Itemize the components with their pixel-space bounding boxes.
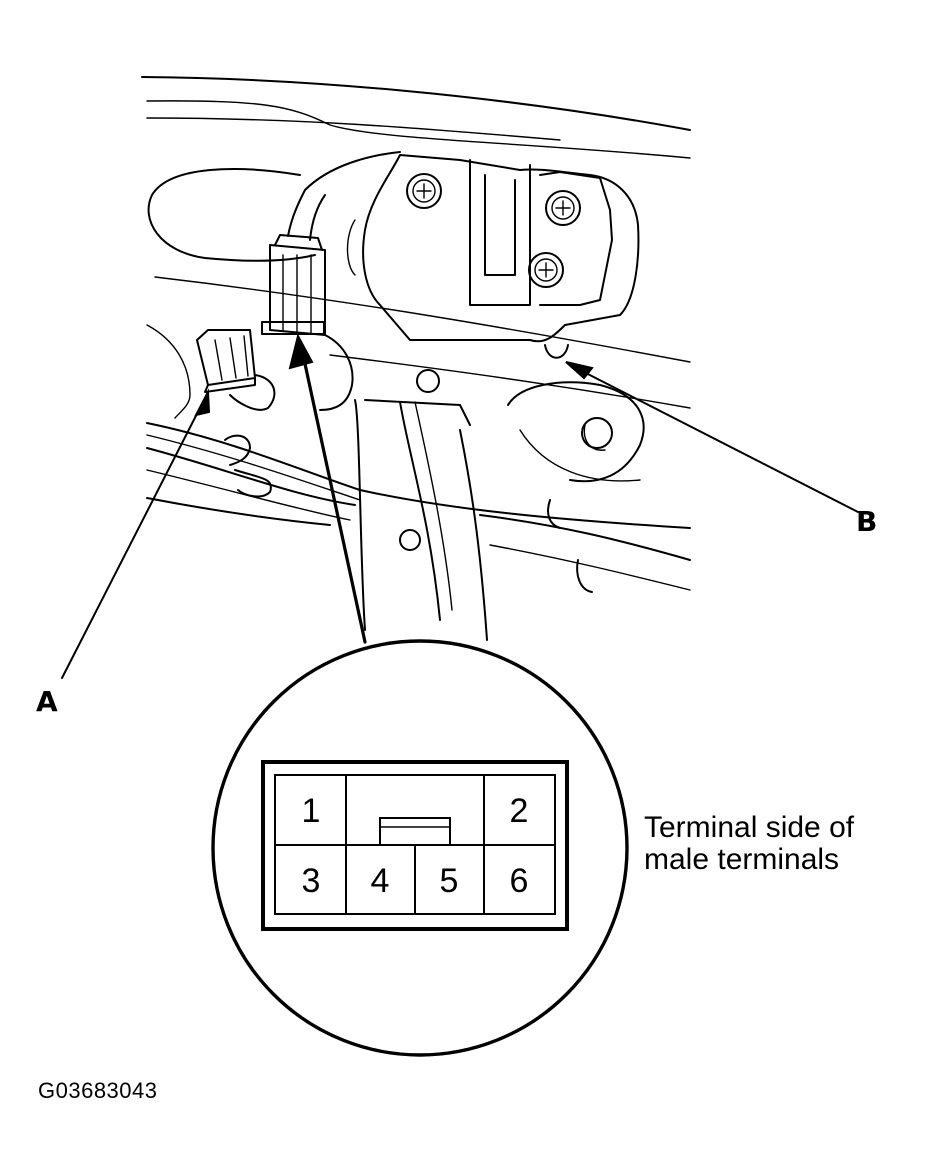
terminal-number: 2	[509, 792, 529, 830]
locking-tab	[379, 817, 451, 846]
caption-line-1: Terminal side of	[644, 811, 855, 844]
terminal-side-caption: Terminal side of male terminals	[644, 812, 924, 876]
screw-icon	[545, 190, 581, 226]
arrowhead-icon	[194, 388, 211, 417]
callout-a-label: A	[36, 685, 58, 718]
callout-b-leader	[579, 369, 859, 513]
terminal-number: 3	[301, 862, 321, 900]
terminal-number: 4	[370, 862, 390, 900]
terminal-number: 1	[301, 792, 321, 830]
latch-connector	[261, 189, 326, 336]
screw-icon	[528, 252, 564, 288]
callout-b-label: B	[856, 505, 878, 538]
latch-screws	[406, 173, 581, 288]
harness-cable	[304, 151, 401, 191]
door-panel-lines	[141, 76, 691, 409]
terminal-number: 5	[439, 862, 459, 900]
magnified-view-circle	[211, 639, 629, 1057]
lower-body-lines	[146, 422, 691, 593]
caption-line-2: male terminals	[644, 843, 840, 876]
arrowhead-icon	[288, 333, 314, 370]
harness-connector-a	[196, 329, 276, 411]
inner-door-frame	[146, 324, 645, 641]
door-latch	[346, 154, 640, 359]
panel-cutout	[147, 168, 316, 262]
arrowhead-icon	[565, 361, 594, 380]
magnify-pointer	[300, 348, 367, 644]
callout-a-leader	[61, 401, 204, 679]
figure-code: G03683043	[38, 1078, 158, 1103]
terminal-number: 6	[509, 862, 529, 900]
connector-terminal-face	[261, 760, 569, 931]
screw-icon	[406, 173, 442, 209]
